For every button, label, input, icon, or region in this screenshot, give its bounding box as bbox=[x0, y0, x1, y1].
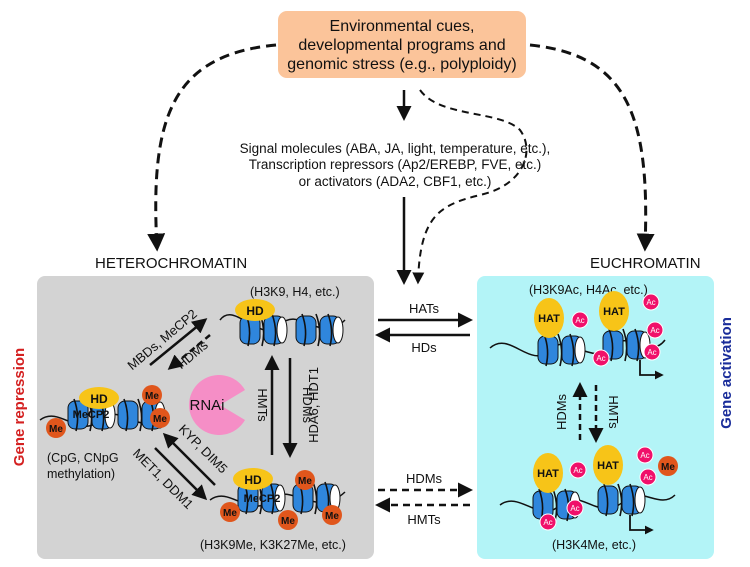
eu-bottom-nucleosome: HAT HAT Ac Ac Ac Ac Ac Me bbox=[499, 445, 678, 535]
me-left-3: Me bbox=[153, 414, 167, 425]
label-eu-hdms: HDMs bbox=[554, 393, 569, 430]
signals-line-3: or activators (ADA2, CBF1, etc.) bbox=[299, 174, 492, 189]
hetero-note-line-2: methylation) bbox=[47, 467, 115, 481]
eu-top-mark: (H3K9Ac, H4Ac, etc.) bbox=[529, 283, 648, 297]
top-box-line-3: genomic stress (e.g., polyploidy) bbox=[287, 56, 516, 73]
me-left-2: Me bbox=[145, 391, 159, 402]
ac-top-5: Ac bbox=[647, 348, 656, 357]
top-box-line-2: developmental programs and bbox=[298, 37, 505, 54]
top-cues-box bbox=[278, 11, 526, 78]
ac-top-2: Ac bbox=[596, 354, 605, 363]
dashed-arrow-to-heterochromatin bbox=[147, 43, 277, 252]
hetero-top-nucleosome: HD bbox=[219, 299, 346, 347]
me-eu-bottom: Me bbox=[661, 462, 675, 473]
label-hds: HDs bbox=[411, 340, 437, 355]
signals-line-2: Transcription repressors (Ap2/EREBP, FVE… bbox=[249, 157, 542, 172]
label-hdms-mid: HDMs bbox=[406, 471, 443, 486]
me-bottom-4: Me bbox=[325, 511, 339, 522]
hat-top-1: HAT bbox=[538, 313, 560, 325]
hetero-note-line-1: (CpG, CNpG bbox=[47, 451, 119, 465]
hetero-bottom-mark: (H3K9Me, K3K27Me, etc.) bbox=[200, 538, 346, 552]
euchromatin-title: EUCHROMATIN bbox=[590, 255, 701, 272]
ac-top-4: Ac bbox=[650, 326, 659, 335]
hd-bottom-label: HD bbox=[244, 473, 262, 487]
rnai-label: RNAi bbox=[189, 397, 224, 414]
arrow-hdms-upper bbox=[167, 334, 211, 370]
mecp2-left-label: MeCP2 bbox=[73, 409, 110, 421]
heterochromatin-title: HETEROCHROMATIN bbox=[95, 255, 247, 272]
arrow-kyp bbox=[162, 432, 216, 486]
me-bottom-1: Me bbox=[223, 508, 237, 519]
top-box-line-1: Environmental cues, bbox=[330, 18, 475, 35]
hat-top-2: HAT bbox=[603, 306, 625, 318]
gene-repression-label: Gene repression bbox=[11, 348, 28, 466]
label-hmts-vert: HMTs bbox=[255, 388, 270, 422]
signals-line-1: Signal molecules (ABA, JA, light, temper… bbox=[240, 141, 551, 156]
hetero-bottom-nucleosome: HD MeCP2 Me Me Me Me bbox=[209, 468, 346, 530]
ac-bottom-1: Ac bbox=[573, 466, 582, 475]
label-hdms-vert: HDMs bbox=[300, 387, 315, 424]
arrow-mbds bbox=[149, 318, 208, 366]
dashed-arrow-to-euchromatin bbox=[529, 43, 655, 252]
eu-bottom-mark: (H3K4Me, etc.) bbox=[552, 538, 636, 552]
ac-top-3: Ac bbox=[646, 298, 655, 307]
hetero-left-nucleosome: HD MeCP2 Me Me Me bbox=[39, 385, 170, 438]
label-eu-hmts: HMTs bbox=[606, 395, 621, 429]
label-hmts-mid: HMTs bbox=[407, 512, 441, 527]
ac-bottom-3: Ac bbox=[543, 518, 552, 527]
eu-top-nucleosome: HAT HAT Ac Ac Ac Ac Ac bbox=[489, 291, 666, 380]
me-bottom-2: Me bbox=[281, 516, 295, 527]
label-hda6: HDA6, HDT1 bbox=[306, 367, 321, 443]
ac-bottom-2: Ac bbox=[570, 504, 579, 513]
arrow-met1 bbox=[154, 447, 208, 501]
mecp2-bottom-label: MeCP2 bbox=[244, 493, 281, 505]
hat-bottom-1: HAT bbox=[537, 468, 559, 480]
ac-bottom-5: Ac bbox=[643, 473, 652, 482]
ac-top-1: Ac bbox=[575, 316, 584, 325]
ac-bottom-4: Ac bbox=[640, 451, 649, 460]
label-hats: HATs bbox=[409, 301, 440, 316]
hd-top-label: HD bbox=[246, 304, 264, 318]
hat-bottom-2: HAT bbox=[597, 460, 619, 472]
gene-activation-label: Gene activation bbox=[718, 317, 735, 429]
hd-left-label: HD bbox=[90, 392, 108, 406]
dashed-bypass-arrow bbox=[412, 89, 528, 285]
hetero-top-mark: (H3K9, H4, etc.) bbox=[250, 285, 340, 299]
rnai-shape bbox=[189, 375, 245, 436]
me-bottom-3: Me bbox=[298, 476, 312, 487]
me-left-1: Me bbox=[49, 424, 63, 435]
